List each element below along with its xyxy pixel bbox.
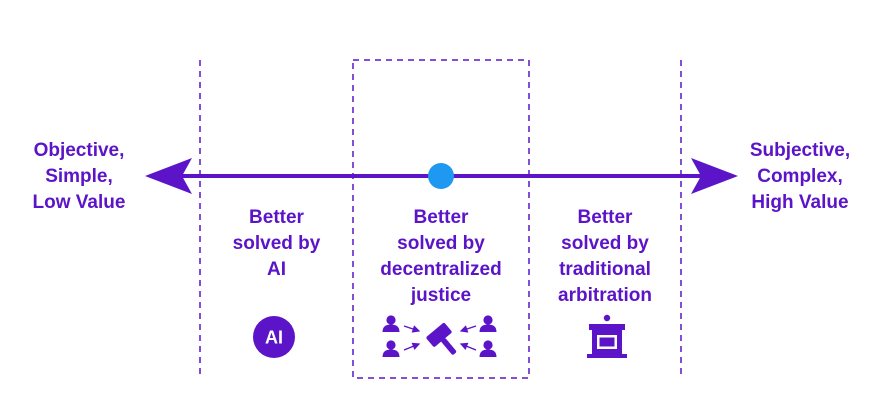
zone-decentralized-line-4: justice	[410, 285, 472, 306]
ai-badge-icon: AI	[253, 316, 295, 358]
crowd-gavel-icon	[382, 315, 497, 357]
zone-arbitration-line-1: Better	[577, 207, 633, 228]
person-icon	[479, 315, 497, 332]
zone-ai-line-3: AI	[267, 259, 286, 280]
zone-ai-line-1: Better	[249, 207, 304, 228]
gavel-icon	[426, 322, 457, 355]
zone-arbitration-line-4: arbitration	[558, 285, 652, 306]
zone-arbitration-line-3: traditional	[559, 259, 651, 280]
zone-arbitration-line-2: solved by	[561, 233, 649, 254]
right-end-line-1: Subjective,	[749, 140, 851, 161]
arrow-right-icon	[691, 158, 738, 194]
decentralized-zone-box	[352, 59, 530, 379]
right-end-line-3: High Value	[751, 192, 849, 213]
zone-decentralized-label: Better solved by decentralized justice	[353, 205, 529, 309]
zone-arbitration-label: Better solved by traditional arbitration	[529, 205, 681, 309]
zone-decentralized-line-3: decentralized	[380, 259, 502, 280]
ai-badge-text: AI	[265, 328, 283, 348]
current-position-dot	[428, 163, 454, 189]
right-end-line-2: Complex,	[757, 166, 843, 187]
podium-icon	[587, 314, 627, 358]
zone-ai-line-2: solved by	[232, 233, 321, 254]
person-icon	[479, 340, 497, 357]
person-icon	[382, 315, 400, 332]
zone-decentralized-line-2: solved by	[397, 233, 485, 254]
arrow-left-icon	[145, 158, 192, 194]
zone-decentralized-line-1: Better	[413, 207, 469, 228]
zone-ai-label: Better solved by AI	[200, 205, 353, 283]
left-end-line-2: Simple,	[45, 166, 113, 187]
right-end-label: Subjective, Complex, High Value	[720, 138, 880, 216]
left-end-label: Objective, Simple, Low Value	[0, 138, 158, 216]
left-end-line-3: Low Value	[32, 192, 126, 213]
left-end-line-1: Objective,	[33, 140, 125, 161]
person-icon	[382, 340, 400, 357]
